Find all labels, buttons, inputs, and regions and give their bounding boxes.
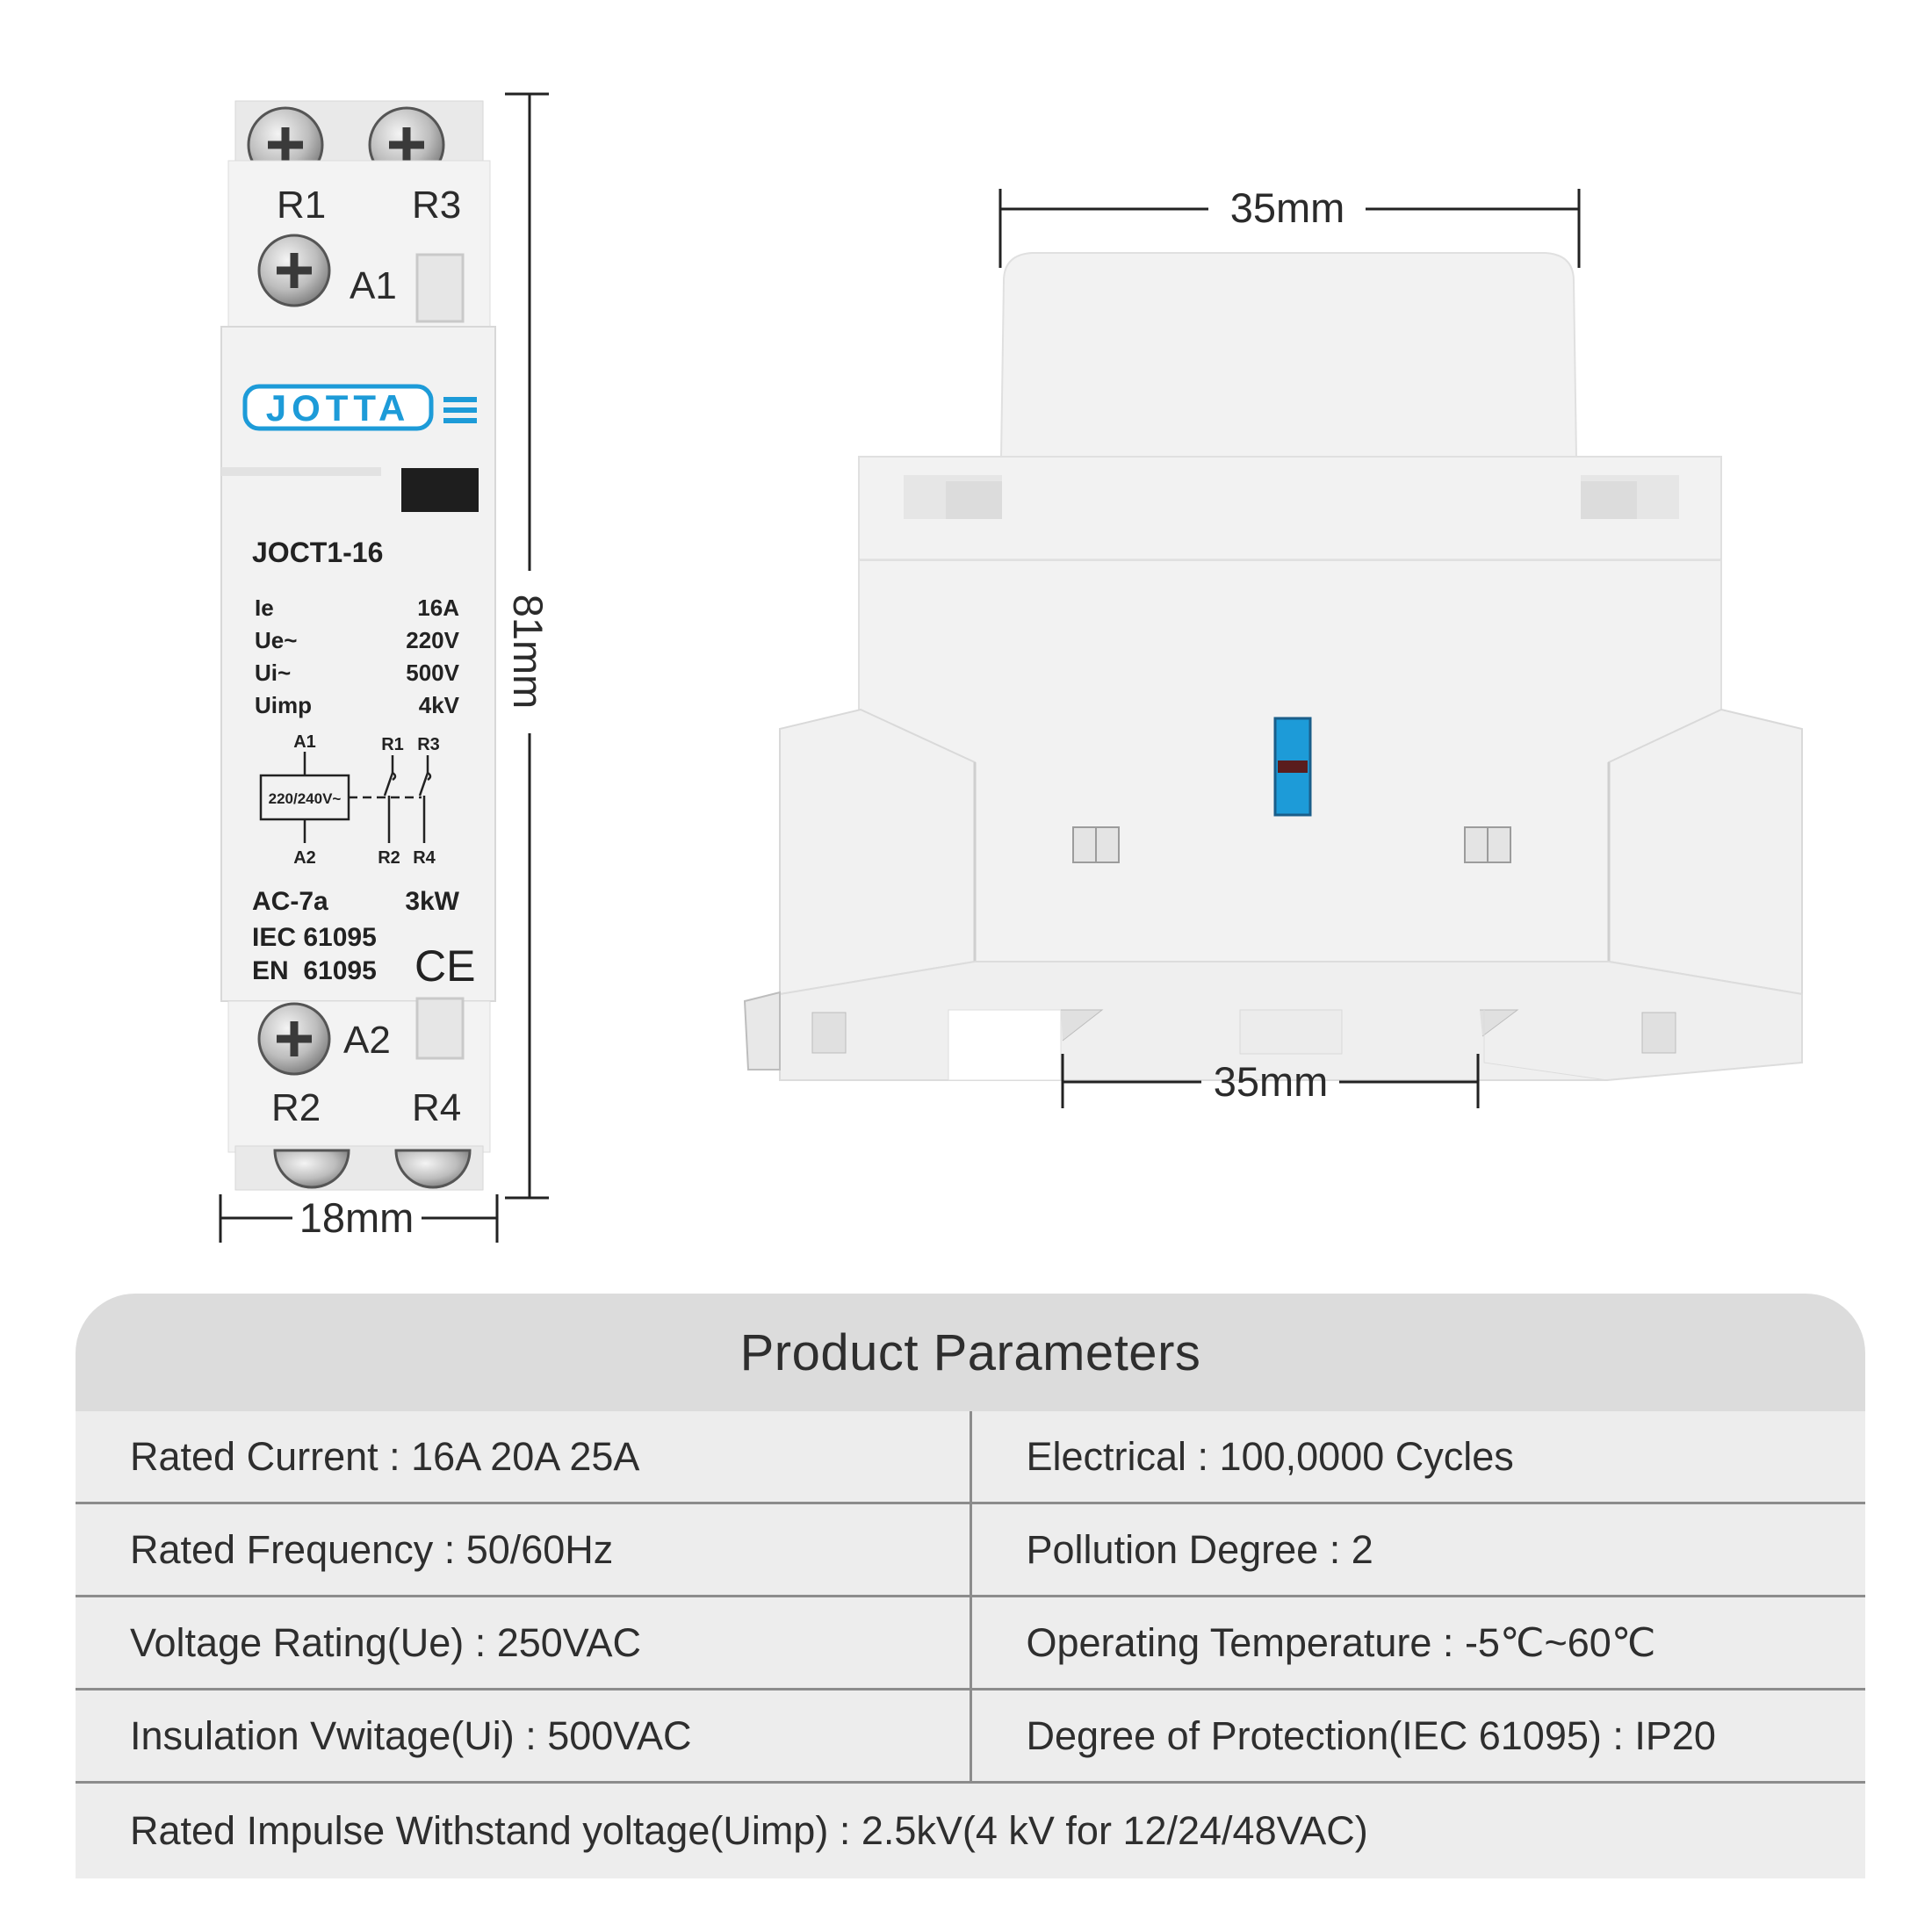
spec-value: 220V [406,627,459,653]
terminal-r4-label: R4 [412,1086,461,1129]
side-view [743,252,1803,1081]
category-label: AC-7a [252,887,328,916]
param-cell: Operating Temperature : -5℃~60℃ [1026,1620,1656,1665]
height-dimension [505,92,549,1200]
wiring-schematic [259,752,432,843]
param-cell: Insulation Vwitage(Ui) : 500VAC [76,1690,972,1781]
schematic-a2-label: A2 [293,848,316,868]
spec-name: Ue~ [255,627,297,653]
table-row: Voltage Rating(Ue) : 250VAC Operating Te… [76,1597,1865,1690]
table-row: Rated Impulse Withstand yoltage(Uimp) : … [76,1784,1865,1878]
spec-name: Ie [255,595,274,621]
param-cell: Electrical : 100,0000 Cycles [1026,1433,1514,1479]
schematic-r3-label: R3 [417,735,440,754]
product-parameters-table: Product Parameters Rated Current : 16A 2… [76,1294,1865,1884]
front-view: R1 R3 A1 JOTTA JOCT1-16 Ie 16A Ue~ 220V … [220,100,496,1191]
status-window [401,468,479,512]
power-label: 3kW [405,887,459,916]
schematic-r2-label: R2 [378,848,400,868]
brand-name: JOTTA [266,387,411,429]
terminal-r3-label: R3 [412,184,461,227]
brand-logo [242,384,434,431]
height-dimension-label: 81mm [505,595,551,710]
param-cell: Rated Impulse Withstand yoltage(Uimp) : … [130,1808,1368,1853]
table-row: Rated Current : 16A 20A 25A Electrical :… [76,1411,1865,1504]
schematic-r1-label: R1 [381,735,404,754]
param-cell: Degree of Protection(IEC 61095) : IP20 [1026,1712,1716,1758]
spec-name: Ui~ [255,660,291,686]
model-label: JOCT1-16 [252,537,383,568]
spec-name: Uimp [255,692,312,718]
param-cell: Voltage Rating(Ue) : 250VAC [76,1597,972,1688]
top-width-dimension [998,189,1581,268]
param-cell: Pollution Degree : 2 [1026,1526,1373,1572]
rail-width-dimension [1061,1054,1480,1108]
table-row: Rated Frequency : 50/60Hz Pollution Degr… [76,1504,1865,1597]
product-drawing: R1 R3 A1 JOTTA JOCT1-16 Ie 16A Ue~ 220V … [219,92,1803,1243]
spec-value: 16A [417,595,459,621]
terminal-r2-label: R2 [271,1086,321,1129]
terminal-a1-label: A1 [350,264,397,307]
schematic-r4-label: R4 [413,848,436,868]
standard-label: EN 61095 [252,956,377,985]
rail-width-dimension-label: 35mm [1214,1058,1329,1105]
spec-value: 500V [406,660,459,686]
terminal-r1-label: R1 [277,184,326,227]
spec-value: 4kV [419,692,460,718]
width-dimension-label: 18mm [299,1194,415,1241]
schematic-a1-label: A1 [293,732,316,752]
param-cell: Rated Frequency : 50/60Hz [76,1504,972,1595]
param-cell: Rated Current : 16A 20A 25A [76,1411,972,1502]
table-row: Insulation Vwitage(Ui) : 500VAC Degree o… [76,1690,1865,1784]
width-dimension [219,1194,499,1243]
top-width-dimension-label: 35mm [1230,184,1345,231]
ce-mark-icon: CE [415,941,475,991]
standard-label: IEC 61095 [252,923,377,952]
table-title: Product Parameters [76,1294,1865,1411]
terminal-a2-label: A2 [343,1019,391,1062]
coil-voltage-label: 220/240V~ [269,790,342,807]
